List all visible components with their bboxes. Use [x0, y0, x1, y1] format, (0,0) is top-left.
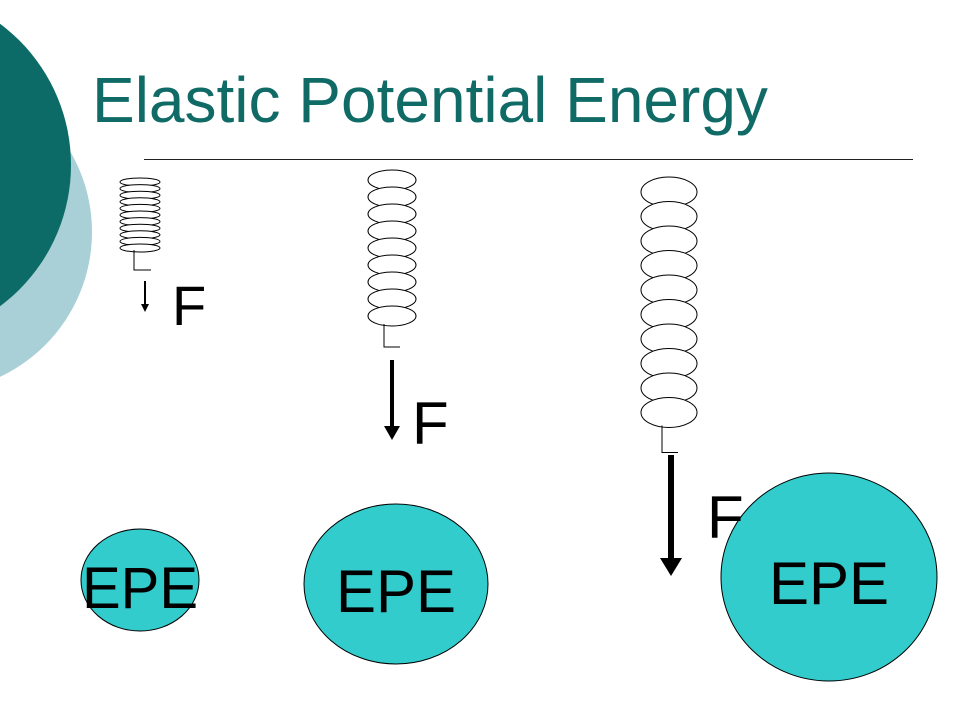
- energy-label: EPE: [82, 556, 198, 621]
- spring-hook: [661, 425, 678, 453]
- slide-title: Elastic Potential Energy: [92, 64, 768, 136]
- spring-hook: [383, 324, 400, 348]
- spring-short: F EPE: [80, 177, 206, 632]
- spring-coil: [119, 243, 161, 253]
- spring-coil: [640, 397, 698, 428]
- decor-circle-dark: [0, 23, 71, 307]
- spring-hook: [133, 250, 151, 271]
- spring-medium: F EPE: [303, 169, 489, 665]
- spring-long: F EPE: [640, 176, 938, 682]
- energy-label: EPE: [336, 558, 456, 625]
- force-label: F: [412, 390, 449, 457]
- force-label: F: [707, 484, 744, 551]
- force-label: F: [172, 274, 206, 337]
- energy-label: EPE: [769, 550, 889, 617]
- energy-circle: [80, 528, 200, 632]
- title-divider: [144, 159, 913, 160]
- force-arrowhead: [141, 304, 149, 312]
- energy-circle: [720, 472, 938, 682]
- force-arrowhead: [384, 426, 400, 440]
- spring-coil: [367, 305, 417, 327]
- force-arrowhead: [660, 558, 682, 576]
- energy-circle: [303, 503, 489, 665]
